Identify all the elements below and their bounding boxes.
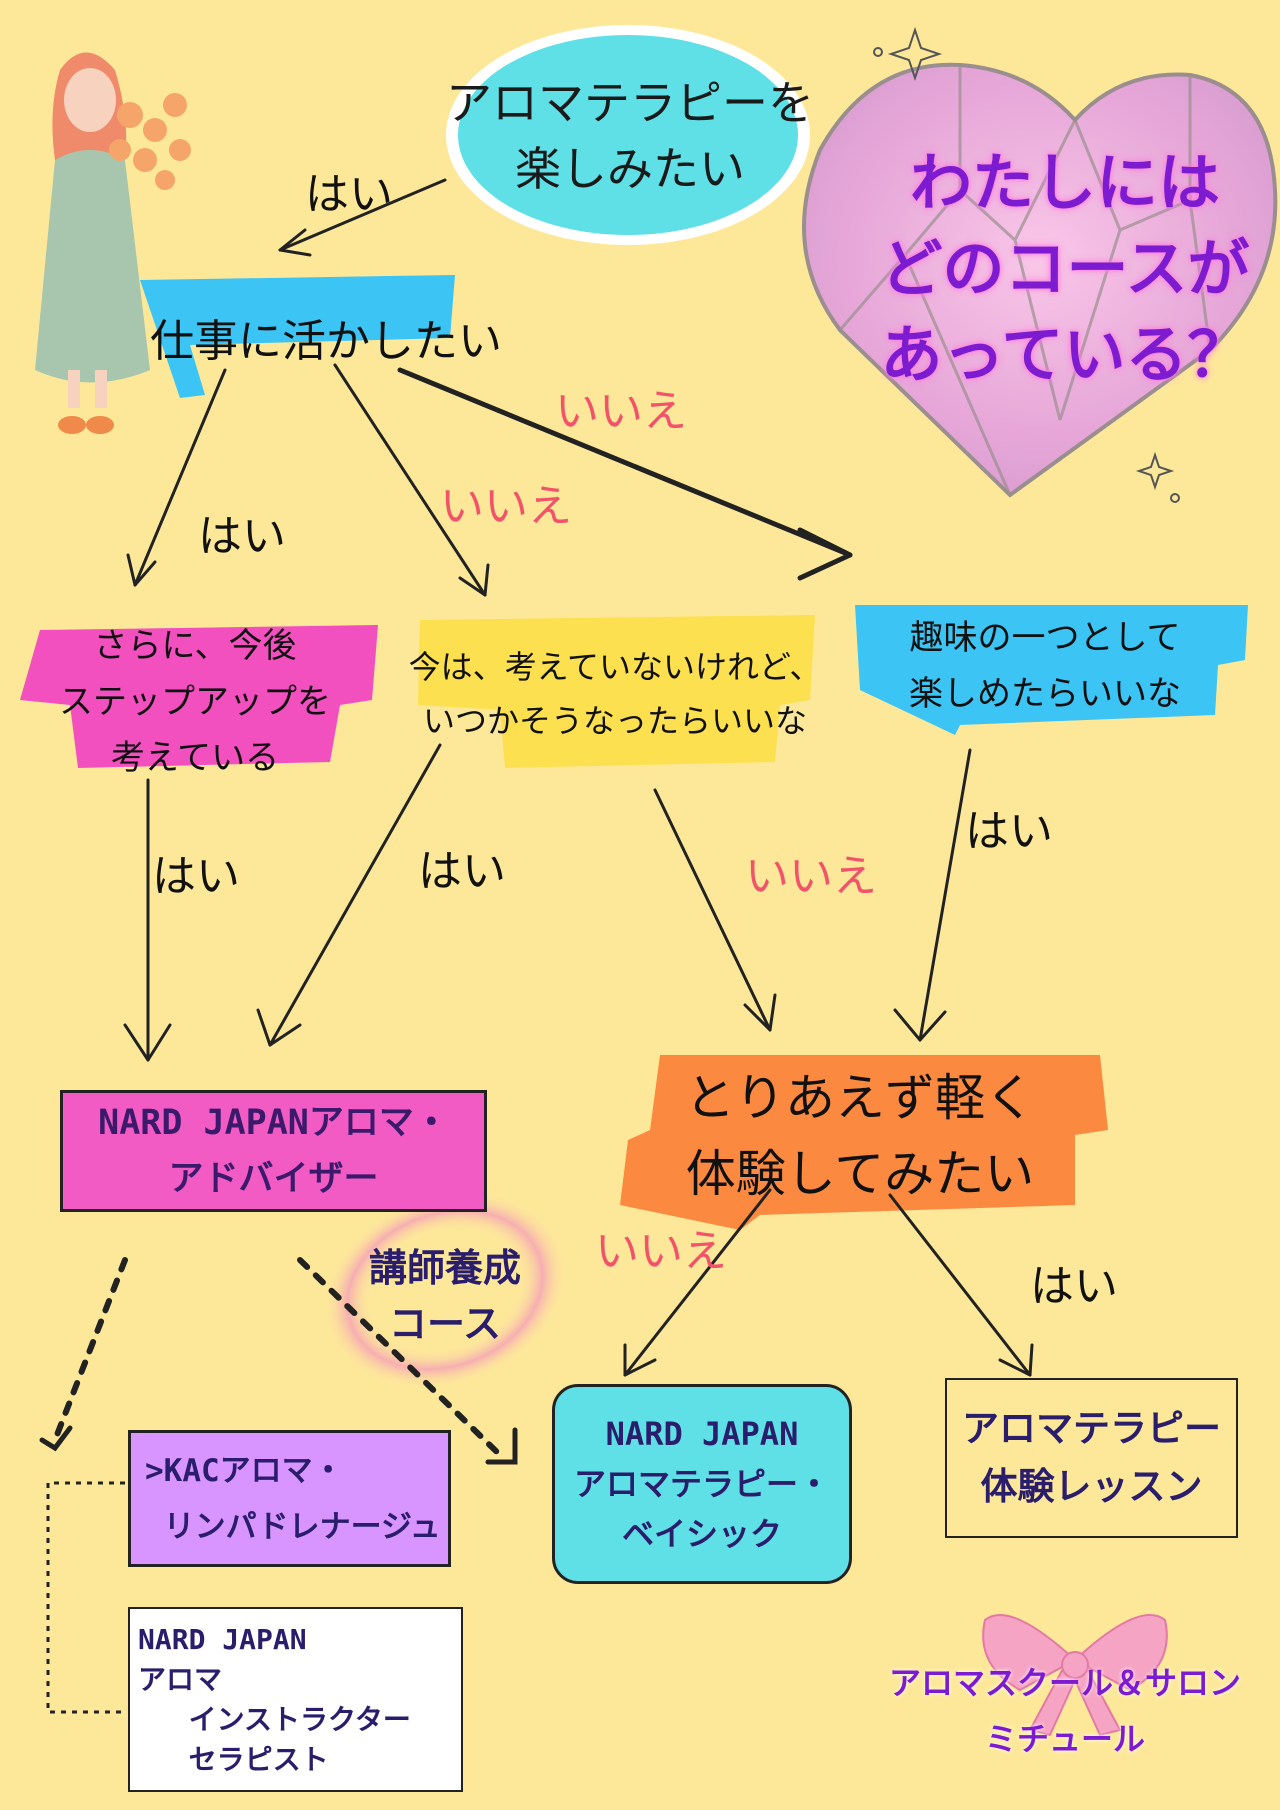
q2a-highlight: [20, 625, 378, 768]
result-basic: NARD JAPAN アロマテラピー・ ベイシック: [552, 1384, 852, 1584]
edge-label-yes: はい: [152, 851, 240, 902]
edge-label-yes: はい: [1030, 1261, 1118, 1312]
q2c-highlight: [855, 605, 1248, 735]
title-line: わたしには: [909, 146, 1220, 219]
edge-label-yes: はい: [305, 169, 393, 220]
node-line: 趣味の一つとして: [909, 618, 1181, 658]
result-line: アドバイザー: [168, 1159, 379, 1199]
brand-name: アロマスクール＆サロン ミチュール: [870, 1655, 1260, 1767]
course-line: コース: [388, 1302, 502, 1346]
node-line: 今は、考えていないけれど、: [408, 648, 822, 686]
title-line: あっている？: [880, 318, 1250, 391]
edge-label-no: いいえ: [440, 481, 572, 532]
result-line: アロマテラピー・: [573, 1465, 830, 1503]
node-line: 考えている: [110, 738, 280, 778]
flow-arrows: [123, 178, 1034, 1377]
edge-label-yes: はい: [418, 846, 506, 897]
result-kac-lymph: >KACアロマ・ リンパドレナージュ: [128, 1430, 451, 1567]
woman-with-flowers-illustration: [35, 52, 191, 434]
question-hobby: 趣味の一つとして 楽しめたらいいな: [860, 610, 1230, 722]
node-line: とりあえず軽く: [685, 1069, 1035, 1127]
question-step-up: さらに、今後 ステップアップを 考えている: [25, 618, 365, 786]
result-line: NARD JAPAN: [605, 1415, 799, 1453]
start-node: アロマテラピーを 楽しみたい: [445, 70, 815, 202]
edge-label-yes: はい: [965, 806, 1053, 857]
q3-highlight: [620, 1055, 1108, 1230]
edge-label-no: いいえ: [555, 386, 687, 437]
q2b-highlight: [418, 615, 815, 768]
page-title: わたしには どのコースが あっている？: [855, 140, 1275, 398]
result-line: ベイシック: [621, 1515, 782, 1553]
result-line: 体験レッスン: [980, 1465, 1203, 1508]
result-advisor: NARD JAPANアロマ・ アドバイザー: [60, 1090, 487, 1212]
edge-label-no: いいえ: [745, 851, 877, 902]
sparkle-icon: [873, 26, 1180, 503]
result-line: インストラクター: [138, 1702, 411, 1736]
node-line: さらに、今後: [93, 626, 297, 666]
course-line: 講師養成: [368, 1246, 521, 1290]
result-line: リンパドレナージュ: [145, 1508, 441, 1545]
question-try-lightly: とりあえず軽く 体験してみたい: [640, 1060, 1080, 1212]
result-line: アロマテラピー: [962, 1407, 1221, 1450]
node-line: いつかそうなったらいいな: [422, 702, 807, 740]
instructor-course-label: 講師養成 コース: [340, 1240, 550, 1352]
node-line: アロマテラピーを: [446, 76, 814, 130]
result-trial-lesson: アロマテラピー 体験レッスン: [945, 1378, 1238, 1538]
node-line: 体験してみたい: [685, 1145, 1035, 1203]
node-line: 楽しめたらいいな: [909, 674, 1181, 714]
result-line: セラピスト: [138, 1742, 329, 1776]
result-line: >KACアロマ・: [145, 1452, 344, 1489]
question-someday: 今は、考えていないけれど、 いつかそうなったらいいな: [385, 640, 845, 748]
result-line: NARD JAPAN: [138, 1622, 307, 1656]
title-line: どのコースが: [880, 232, 1250, 305]
brand-line: アロマスクール＆サロン: [888, 1664, 1241, 1702]
edge-label-no: いいえ: [595, 1226, 727, 1277]
result-line: NARD JAPANアロマ・: [98, 1103, 449, 1143]
node-line: ステップアップを: [59, 682, 331, 722]
dotted-arrows: [52, 1257, 503, 1458]
q1-highlight: [140, 275, 455, 398]
node-line: 楽しみたい: [515, 142, 745, 196]
start-bubble: [458, 35, 798, 235]
brand-line: ミチュール: [984, 1720, 1145, 1758]
ribbon-bow-icon: [982, 1614, 1168, 1737]
edge-label-yes: はい: [198, 511, 286, 562]
result-line: アロマ: [138, 1662, 223, 1696]
result-instructor: NARD JAPAN アロマ インストラクター セラピスト: [128, 1607, 463, 1792]
crystal-heart-icon: [802, 62, 1278, 498]
question-work: 仕事に活かしたい: [150, 316, 502, 367]
